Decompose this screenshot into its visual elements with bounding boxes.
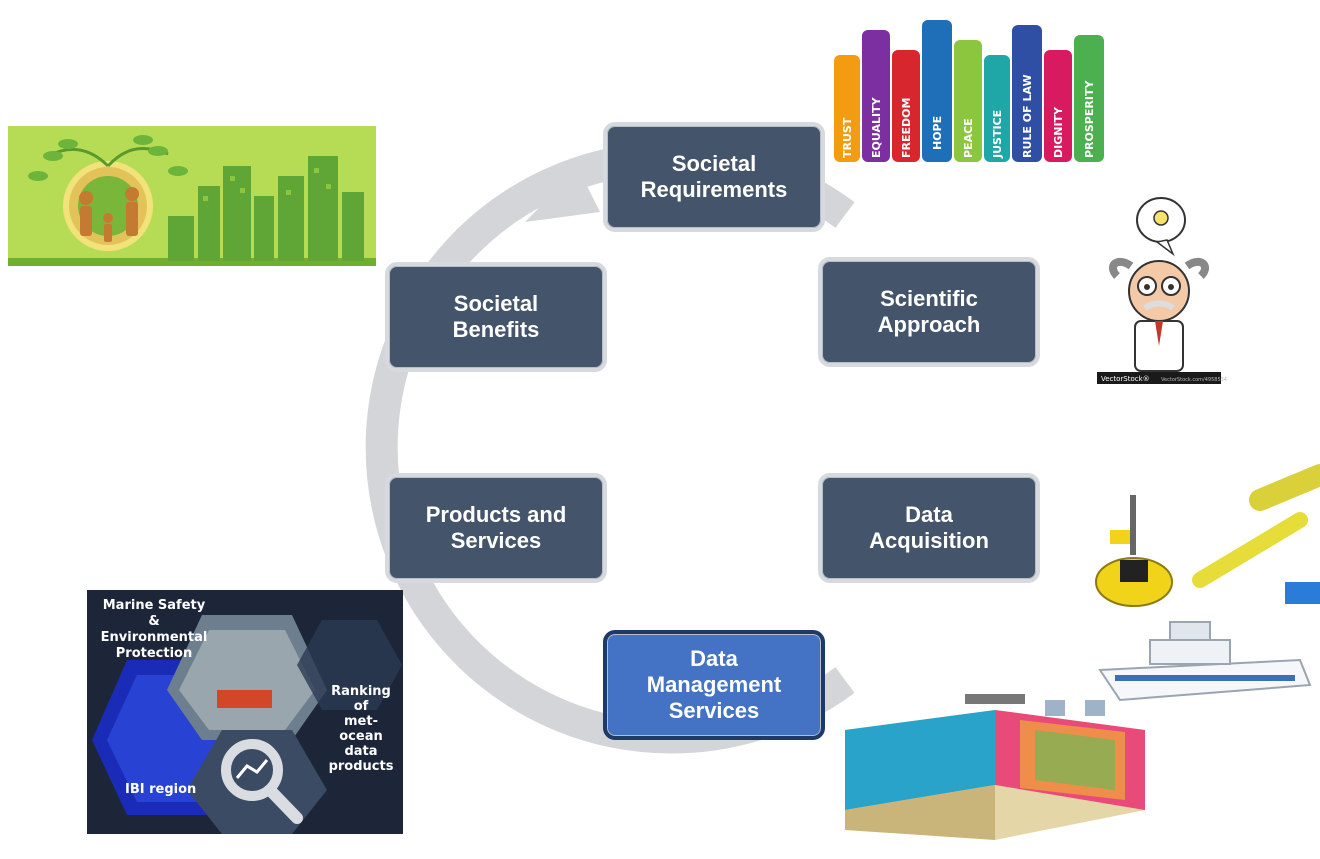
ibi-illustration bbox=[87, 590, 403, 834]
node-label: Data Acquisition bbox=[869, 502, 989, 553]
node-label: Societal Benefits bbox=[452, 291, 540, 342]
raised-hands-image: TRUST EQUALITY FREEDOM HOPE PEACE JUSTIC… bbox=[830, 0, 1108, 162]
node-label: Societal Requirements bbox=[640, 151, 788, 202]
ibi-marine-safety-label: Marine Safety & Environmental Protection bbox=[100, 598, 208, 661]
hands-word: PROSPERITY bbox=[1083, 80, 1096, 158]
node-data-acquisition: Data Acquisition bbox=[818, 473, 1040, 583]
watermark-text: VectorStock® bbox=[1101, 375, 1150, 383]
node-societal-benefits: Societal Benefits bbox=[385, 262, 607, 372]
hands-word: FREEDOM bbox=[900, 98, 913, 158]
node-scientific-approach: Scientific Approach bbox=[818, 257, 1040, 367]
node-label: Scientific Approach bbox=[877, 286, 981, 337]
ocean-data-block-image bbox=[845, 690, 1155, 854]
hands-word: JUSTICE bbox=[991, 110, 1004, 159]
node-products-and-services: Products and Services bbox=[385, 473, 607, 583]
hands-word: EQUALITY bbox=[870, 96, 883, 158]
hands-illustration: TRUST EQUALITY FREEDOM HOPE PEACE JUSTIC… bbox=[834, 20, 1104, 162]
hands-word: DIGNITY bbox=[1052, 106, 1065, 158]
node-label: Data Management Services bbox=[646, 646, 782, 723]
ibi-region-panel: Marine Safety & Environmental Protection… bbox=[87, 590, 403, 834]
hands-word: HOPE bbox=[931, 116, 944, 150]
scientist-image: VectorStock® VectorStock.com/4958534 bbox=[1097, 196, 1227, 384]
watermark-id: VectorStock.com/4958534 bbox=[1161, 377, 1227, 383]
node-societal-requirements: Societal Requirements bbox=[603, 122, 825, 232]
node-data-management-services: Data Management Services bbox=[603, 630, 825, 740]
ocean-block-illustration bbox=[845, 694, 1145, 840]
hands-word: TRUST bbox=[841, 117, 854, 158]
hands-word: PEACE bbox=[962, 118, 975, 158]
cycle-arrowhead bbox=[525, 168, 600, 222]
sustainable-city-image bbox=[8, 126, 376, 266]
ibi-region-label: IBI region bbox=[125, 782, 197, 797]
node-label: Products and Services bbox=[425, 502, 567, 553]
hands-word: RULE OF LAW bbox=[1021, 74, 1034, 158]
equipment-illustration bbox=[1095, 464, 1320, 702]
city-illustration bbox=[8, 126, 376, 266]
ibi-ranking-label: Ranking of met-ocean data products bbox=[328, 684, 394, 774]
ocean-equipment-image bbox=[1060, 464, 1320, 715]
scientist-illustration: VectorStock® VectorStock.com/4958534 bbox=[1097, 197, 1227, 384]
